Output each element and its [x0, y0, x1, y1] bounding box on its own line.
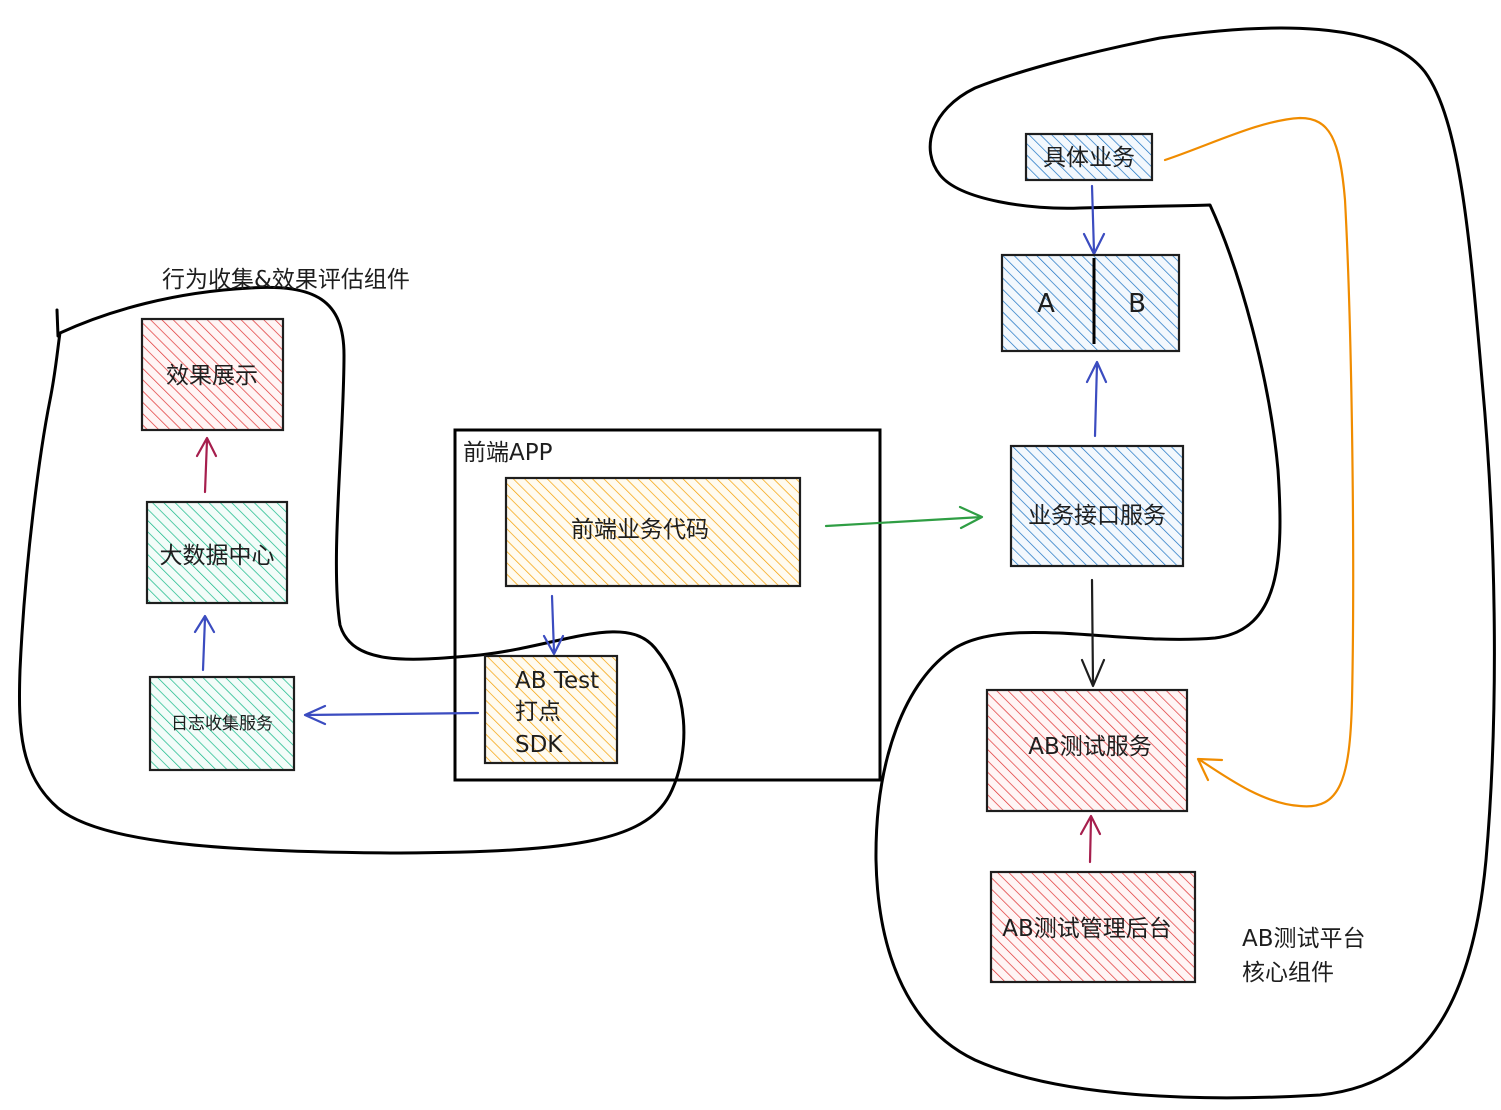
- arrow-sdk-to-log: [303, 704, 480, 726]
- ab-sdk-label-line1: AB Test: [515, 668, 599, 694]
- log-collection-box: [148, 675, 296, 772]
- behavior-group-label: 行为收集&效果评估组件: [162, 267, 410, 293]
- frontend-business-code-label: 前端业务代码: [571, 517, 709, 543]
- effect-display-label: 效果展示: [166, 363, 258, 389]
- ab-sdk-label-line2: 打点: [515, 699, 561, 725]
- effect-display-box: [140, 317, 285, 432]
- ab-test-admin-box: [989, 870, 1197, 984]
- behavior-group-outline: [17, 285, 686, 855]
- arrow-admin-to-abservice: [1079, 814, 1102, 864]
- specific-business-label: 具体业务: [1043, 145, 1135, 171]
- business-api-service-box: [1009, 444, 1185, 568]
- log-collection-label: 日志收集服务: [171, 714, 273, 734]
- arrow-business-to-ab: [1082, 184, 1106, 256]
- ab-core-label-line1: AB测试平台: [1242, 926, 1366, 952]
- ab-core-label-line2: 核心组件: [1242, 960, 1334, 986]
- frontend-app-frame: [453, 428, 882, 782]
- ab-sdk-box: [483, 654, 619, 765]
- ab-sdk-label-line3: SDK: [515, 732, 563, 758]
- big-data-center-box: [145, 500, 289, 605]
- arrow-frontend-to-sdk: [542, 594, 565, 656]
- arrow-bigdata-to-effect: [195, 436, 218, 494]
- arrows-layer: [193, 116, 1355, 864]
- arrow-frontend-to-api: [824, 505, 984, 530]
- variant-a-label: A: [1037, 289, 1055, 319]
- ab-core-group-outline: [874, 26, 1496, 1100]
- variant-b-label: B: [1128, 289, 1146, 319]
- ab-test-service-label: AB测试服务: [1028, 734, 1152, 760]
- arrow-api-to-ab: [1085, 360, 1108, 438]
- frontend-business-code-box: [504, 476, 802, 588]
- business-api-service-label: 业务接口服务: [1028, 503, 1166, 529]
- behavior-group-tail: [55, 308, 60, 338]
- big-data-center-label: 大数据中心: [160, 543, 275, 569]
- arrow-log-to-bigdata: [193, 614, 216, 672]
- ab-test-admin-label: AB测试管理后台: [1002, 916, 1172, 942]
- arrow-api-to-abservice: [1080, 578, 1106, 688]
- ab-variant-box: [1000, 253, 1181, 353]
- frontend-app-label: 前端APP: [463, 440, 553, 466]
- specific-business-box: [1024, 132, 1154, 182]
- ab-test-service-box: [985, 688, 1189, 813]
- arrow-business-to-abservice-orange: [1163, 116, 1355, 808]
